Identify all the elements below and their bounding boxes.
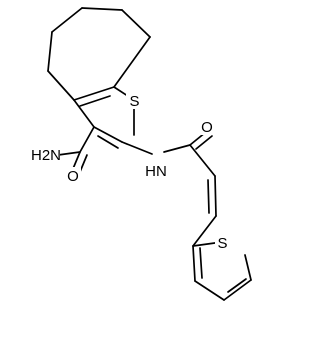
bond [79,126,95,153]
bond [81,7,123,11]
molecule-structure: S HN O H2N O S [31,7,252,301]
bond [207,179,210,214]
bond [223,279,252,301]
amide-nitrogen-label: HN [145,163,167,180]
bond [195,135,213,150]
amine-nitrogen-label: H2N [31,147,61,164]
bond [192,245,196,282]
label-background [65,167,81,184]
sulfur-atom-label: S [129,93,139,110]
amide-oxygen-label: O [201,119,213,136]
bond [244,254,252,281]
label-background [199,118,215,135]
bond [199,247,203,279]
bond [97,135,119,149]
bond [189,144,216,177]
bond [121,9,151,38]
label-background [215,234,230,251]
bond [73,86,115,101]
label-background [33,146,60,164]
bond [51,7,83,33]
label-background [126,92,143,109]
bond [57,151,81,156]
cycloheptane-ring [47,7,151,101]
bond [194,280,225,301]
bond [163,144,191,153]
carbonyl-oxygen-label: O [67,168,79,185]
bond [79,95,111,107]
thiophene-ring [192,241,252,301]
label-background [145,162,167,179]
bond [227,278,247,293]
thiophene-sulfur-label: S [217,235,227,252]
atom-labels: S HN O H2N O S [31,92,230,252]
bond [121,141,153,155]
bond [73,99,95,128]
bond [47,31,53,72]
bond [93,126,123,143]
fused-thiophene-ring [73,86,135,149]
bond [192,215,217,247]
bond [214,175,217,217]
acrylamide-linker [121,131,217,247]
bond [113,36,151,88]
bond [47,70,75,101]
